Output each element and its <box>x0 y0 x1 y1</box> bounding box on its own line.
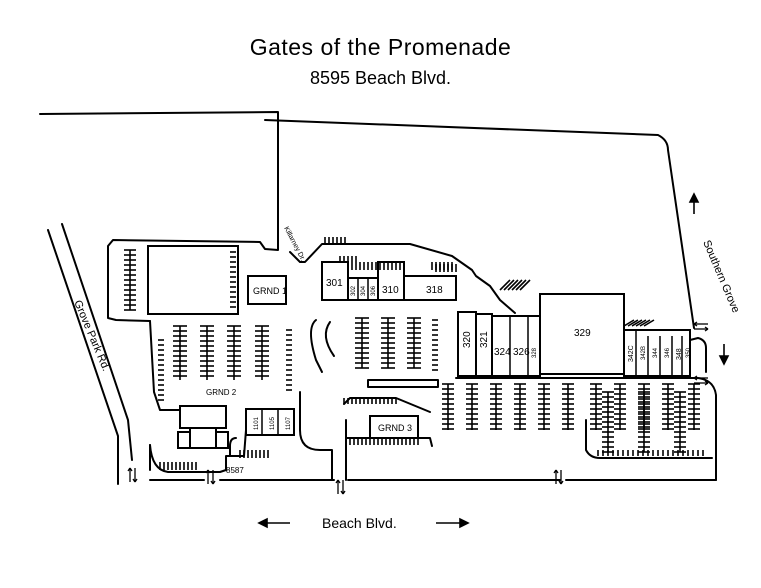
building-grnd1-block <box>147 245 239 315</box>
parking-stall-line <box>639 319 651 327</box>
two-way-arrow-icon <box>205 469 216 485</box>
label-342c: 342C <box>628 345 635 362</box>
parking-stall-line <box>627 319 639 327</box>
parking-stall-line <box>507 279 519 291</box>
building-342-350 <box>623 329 691 377</box>
parking-stall-line <box>503 279 515 291</box>
parking-stall-line <box>519 279 531 291</box>
arrow-east-icon <box>436 517 470 529</box>
arrow-south-icon <box>718 344 730 366</box>
two-way-arrow-icon <box>693 375 709 386</box>
building-324-328 <box>491 315 541 377</box>
label-304: 304 <box>361 285 367 296</box>
label-grnd3: GRND 3 <box>378 423 412 433</box>
two-way-arrow-icon <box>553 469 564 485</box>
parking-stall-line <box>631 319 643 327</box>
label-324: 324 <box>494 347 511 358</box>
center-strip <box>367 379 439 388</box>
label-348: 348 <box>676 348 683 360</box>
road-label-southern-grove: Southern Grove <box>700 238 741 314</box>
building-301 <box>321 261 349 301</box>
label-1101: 1101 <box>254 416 260 430</box>
building-1101-1107 <box>245 408 295 436</box>
parking-stall-line <box>511 279 523 291</box>
grove-park-road-edge-east <box>61 223 133 461</box>
label-350: 350 <box>686 347 692 358</box>
label-grnd2: GRND 2 <box>206 388 237 397</box>
map-address: 8595 Beach Blvd. <box>309 68 452 88</box>
outline-northwest <box>39 111 279 322</box>
building-318 <box>403 275 457 301</box>
two-way-arrow-icon <box>127 467 138 483</box>
parking-stall-line <box>635 319 647 327</box>
label-328: 328 <box>532 347 538 358</box>
label-grnd1: GRND 1 <box>253 286 287 296</box>
building-8587 <box>179 405 227 429</box>
label-1107: 1107 <box>286 416 292 430</box>
label-310: 310 <box>382 285 399 296</box>
label-1105: 1105 <box>270 416 276 430</box>
parking-stall-line <box>515 279 527 291</box>
two-way-arrow-icon <box>693 321 709 332</box>
label-320: 320 <box>462 331 473 348</box>
grove-park-road-edge-west <box>47 229 119 485</box>
parking-stall-line <box>643 319 655 327</box>
label-342b: 342B <box>641 346 647 360</box>
interior-boundary-west <box>149 320 182 411</box>
label-346: 346 <box>665 347 671 358</box>
label-301: 301 <box>326 278 343 289</box>
label-302: 302 <box>351 285 357 296</box>
arrow-west-icon <box>257 517 290 529</box>
label-8587: 8587 <box>226 466 244 475</box>
building-329 <box>539 293 625 375</box>
label-321: 321 <box>479 331 490 348</box>
label-329: 329 <box>574 328 591 339</box>
parking-stall-line <box>623 319 635 327</box>
road-label-beach: Beach Blvd. <box>322 515 397 531</box>
building-grnd1 <box>247 275 287 305</box>
killarney-edge <box>289 243 516 314</box>
label-318: 318 <box>426 285 443 296</box>
label-306: 306 <box>371 285 377 296</box>
label-326: 326 <box>513 347 530 358</box>
outline-northeast <box>264 119 695 329</box>
map-title: Gates of the Promenade <box>249 34 512 60</box>
two-way-arrow-icon <box>335 479 346 495</box>
parking-stall-line <box>499 279 511 291</box>
arrow-north-icon <box>688 192 700 214</box>
label-344: 344 <box>653 347 659 358</box>
